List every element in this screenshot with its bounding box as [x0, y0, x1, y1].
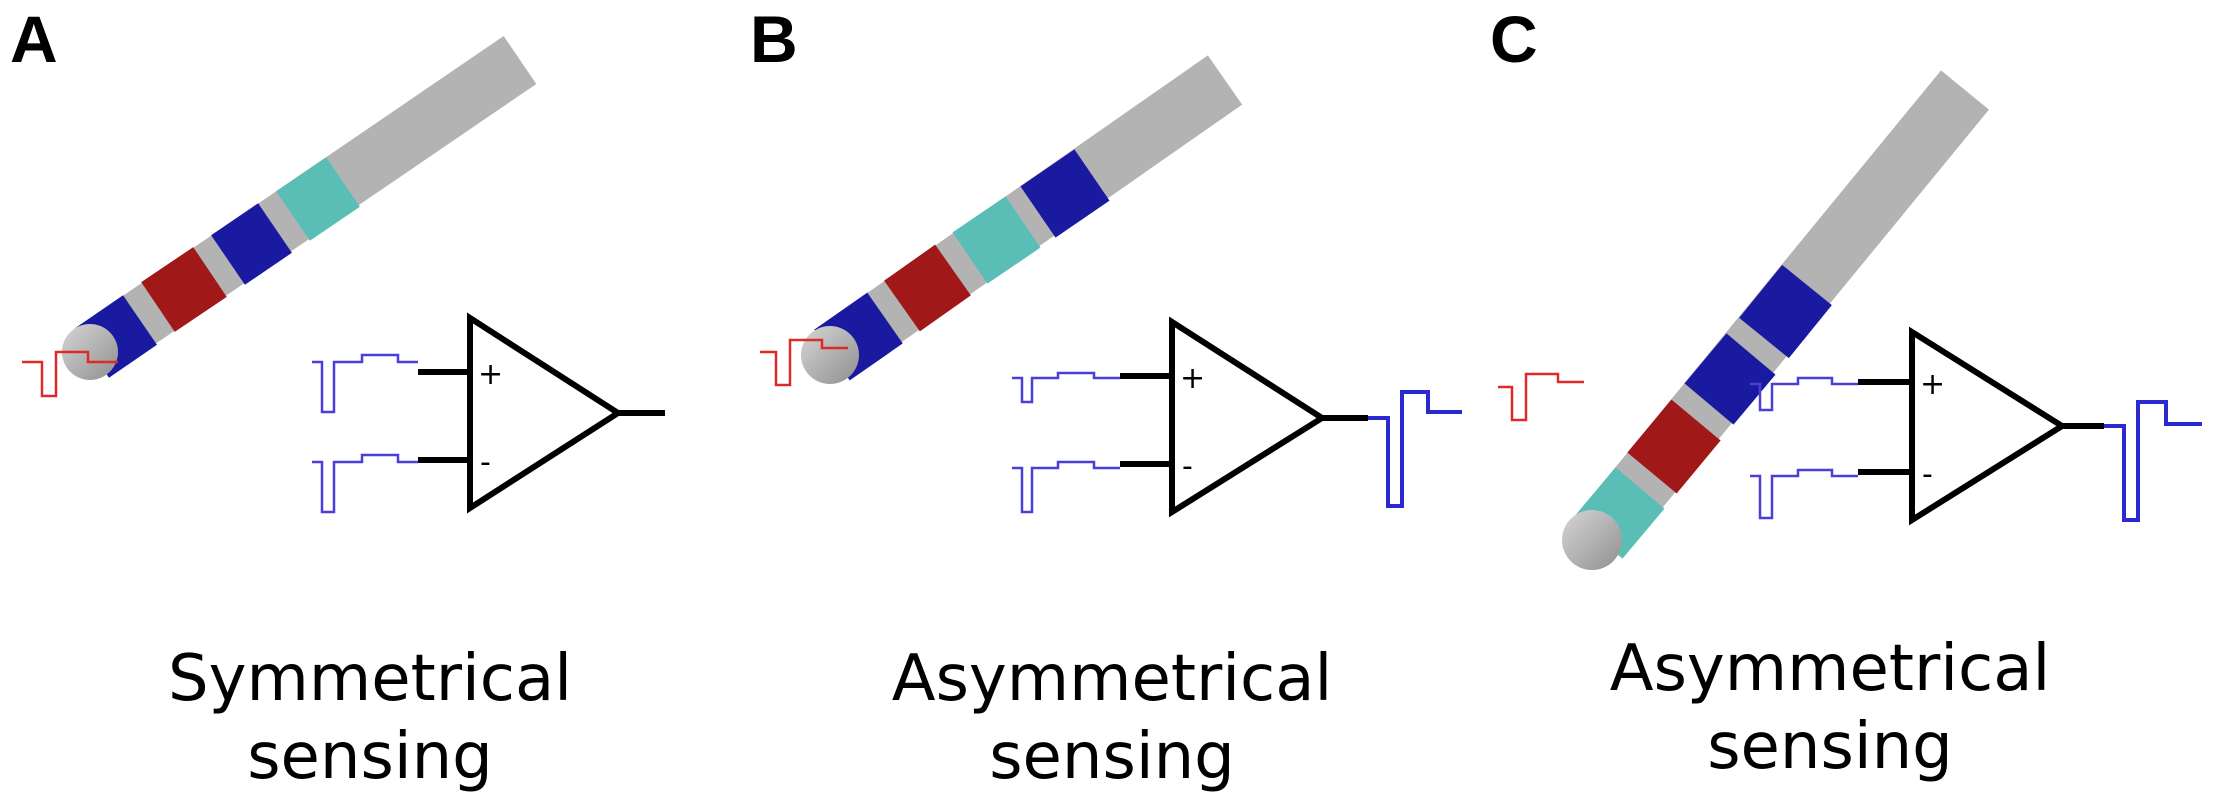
panel-b-diagram: + - [760, 55, 1462, 518]
input-signal-minus [312, 453, 418, 514]
input-signal-minus [1750, 468, 1858, 520]
ring-blue [211, 203, 292, 285]
panel-b: B + - Asymmetrical sensing [740, 0, 1480, 803]
lead-tip [1562, 510, 1622, 570]
output-signal [1368, 390, 1462, 508]
panel-letter: A [10, 2, 58, 76]
ring-teal [276, 157, 360, 241]
minus-sign: - [1922, 457, 1933, 492]
caption-line1: Symmetrical [168, 642, 572, 716]
ring-red [884, 244, 971, 332]
panel-c: C + - Asymmetrical sensing [1480, 0, 2228, 803]
minus-sign: - [1182, 449, 1193, 484]
plus-sign: + [478, 357, 503, 392]
amplifier-triangle [1909, 326, 2068, 526]
ring-blue [1020, 149, 1110, 238]
input-signal-plus [1750, 376, 1858, 412]
panel-c-diagram: + - [1498, 70, 2202, 570]
ring-red [141, 247, 227, 332]
caption-line2: sensing [1707, 710, 1953, 785]
panel-letter: B [750, 2, 798, 76]
ring-blue [1684, 333, 1776, 425]
panel-a: A + - Symmetrical sensing [0, 0, 740, 803]
panel-letter: C [1490, 2, 1538, 76]
plus-sign: + [1180, 361, 1205, 396]
red-signal [1498, 372, 1584, 422]
output-signal [2104, 400, 2202, 522]
lead-body [817, 55, 1243, 377]
amplifier-triangle [467, 312, 624, 514]
ring-teal [952, 196, 1041, 284]
caption-line2: sensing [989, 720, 1235, 795]
plus-sign: + [1920, 367, 1945, 402]
caption-line1: Asymmetrical [891, 642, 1333, 716]
minus-sign: - [480, 445, 491, 480]
ring-blue [1739, 264, 1832, 359]
ring-red [1627, 399, 1721, 494]
caption-line2: sensing [247, 720, 493, 795]
panel-a-diagram: + - [22, 36, 665, 514]
lead-tip [62, 324, 118, 380]
caption-line1: Asymmetrical [1609, 632, 2051, 706]
input-signal-plus [312, 353, 418, 414]
amplifier-triangle [1169, 316, 1328, 518]
red-signal [22, 350, 118, 398]
input-signal-minus [1012, 460, 1120, 514]
caption: Asymmetrical sensing [802, 640, 1422, 796]
input-signal-plus [1012, 371, 1120, 404]
lead-tip [801, 326, 859, 384]
caption: Asymmetrical sensing [1520, 630, 2140, 786]
red-signal [760, 338, 848, 387]
caption: Symmetrical sensing [60, 640, 680, 796]
